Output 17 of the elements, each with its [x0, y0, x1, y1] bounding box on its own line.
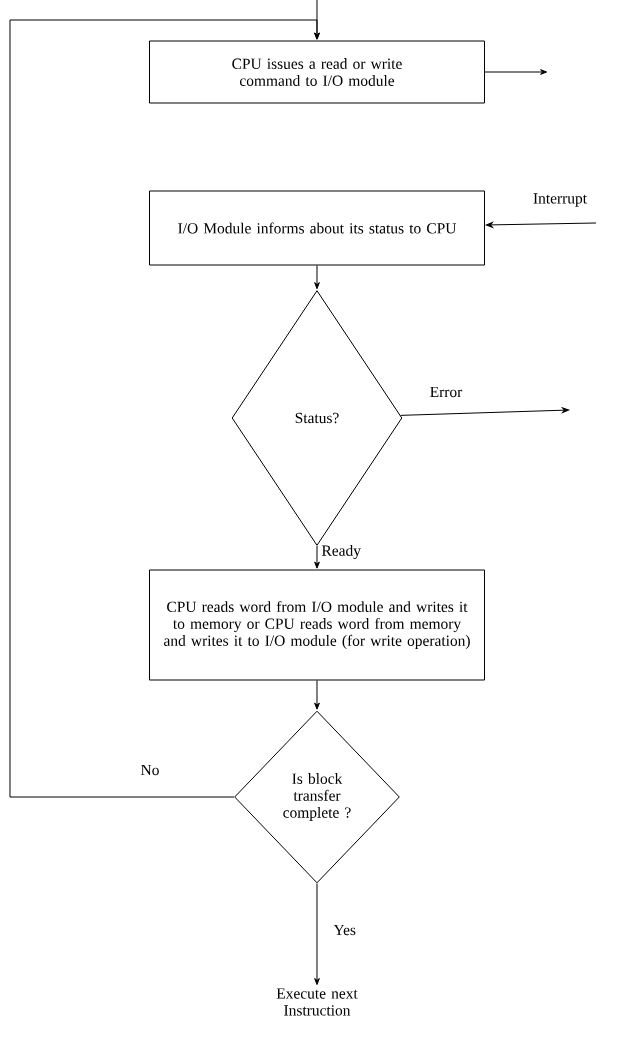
process-box: CPU issues a read or write command to I/O module [149, 40, 485, 104]
process-box: CPU reads word from I/O module and writes it to memory or CPU reads word from memory and writes it to I/O module (for write operation) [149, 569, 485, 681]
end-text: Execute next Instruction [276, 988, 358, 1016]
arrow [314, 883, 320, 986]
edge-label: Interrupt [532, 192, 588, 208]
arrow [9, 19, 320, 798]
arrow [314, 265, 320, 290]
edge-label: Ready [320, 544, 362, 561]
arrow [485, 222, 597, 228]
arrow [400, 407, 570, 416]
process-box: I/O Module informs about its status to CPU [149, 190, 485, 266]
arrow [484, 69, 548, 75]
edge-label: No [139, 763, 161, 777]
arrow [314, 680, 320, 710]
edge-label: Yes [332, 923, 357, 937]
arrow [314, 545, 320, 569]
edge-label: Error [428, 385, 464, 399]
